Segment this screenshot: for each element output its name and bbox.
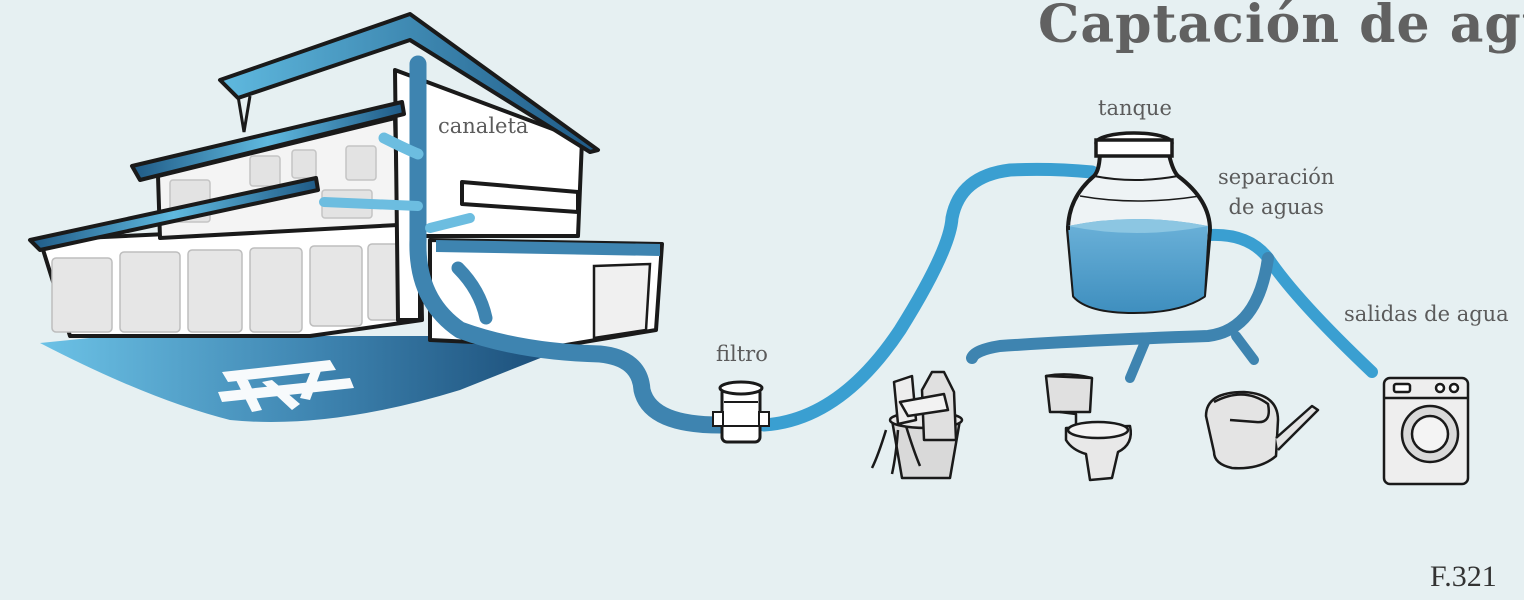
label-tanque: tanque — [1098, 96, 1172, 120]
label-separacion-line2: de aguas — [1218, 192, 1334, 222]
filter-icon — [713, 382, 769, 442]
watering-can-icon — [1206, 392, 1318, 468]
label-salidas: salidas de agua — [1344, 302, 1509, 326]
ground-shadow — [40, 336, 548, 422]
cleaning-bucket-icon — [872, 372, 962, 478]
house-icon — [30, 14, 662, 422]
washing-machine-icon — [1384, 378, 1468, 484]
tank-icon — [1068, 133, 1210, 312]
label-filtro: filtro — [716, 342, 768, 366]
label-separacion-line1: separación — [1218, 162, 1334, 192]
page-title: Captación de agua — [1038, 0, 1524, 55]
label-separacion: separación de aguas — [1218, 162, 1334, 222]
label-canaleta: canaleta — [438, 114, 528, 138]
figure-number: F.321 — [1430, 560, 1497, 594]
toilet-icon — [1046, 374, 1131, 480]
